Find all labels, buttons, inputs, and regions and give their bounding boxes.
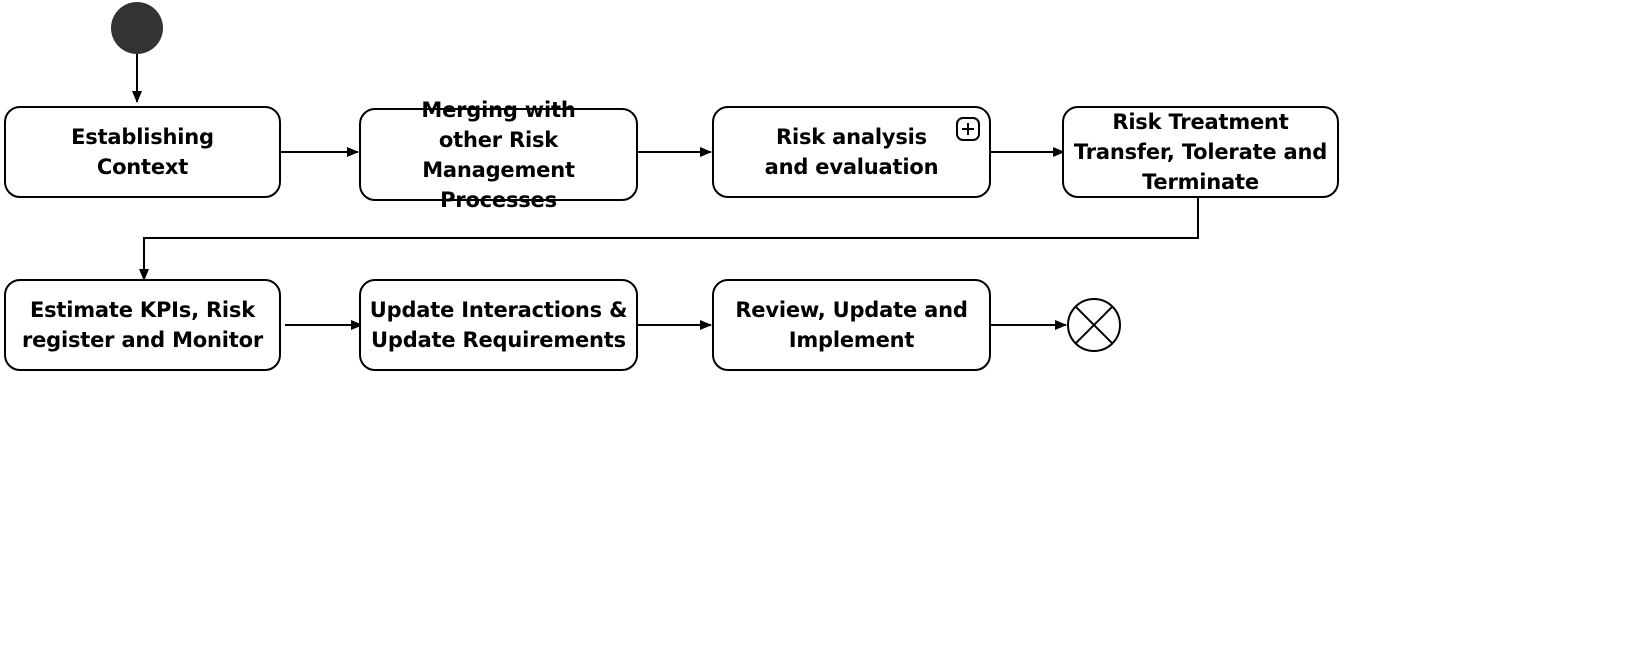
node-review-update[interactable]: Review, Update and Implement (712, 279, 991, 371)
subprocess-plus-icon (956, 117, 980, 141)
node-update-interactions-label: Update Interactions & Update Requirement… (369, 298, 628, 352)
node-risk-analysis[interactable]: Risk analysis and evaluation (712, 106, 991, 198)
node-risk-analysis-label: Risk analysis and evaluation (764, 125, 939, 179)
start-node (111, 2, 163, 54)
node-risk-treatment[interactable]: Risk Treatment Transfer, Tolerate and Te… (1062, 106, 1339, 198)
node-merging-processes[interactable]: Merging with other Risk Management Proce… (359, 98, 638, 212)
node-establishing-context[interactable]: Establishing Context (4, 106, 281, 198)
node-review-update-label: Review, Update and Implement (735, 298, 968, 352)
node-merging-processes-label: Merging with other Risk Management Proce… (421, 97, 576, 212)
node-risk-treatment-label: Risk Treatment Transfer, Tolerate and Te… (1073, 110, 1328, 194)
node-update-interactions[interactable]: Update Interactions & Update Requirement… (359, 279, 638, 371)
node-estimate-kpis[interactable]: Estimate KPIs, Risk register and Monitor (4, 279, 281, 371)
node-establishing-context-label: Establishing Context (71, 125, 214, 179)
edge-treatment-to-estimate-kpis (139, 198, 1199, 281)
node-estimate-kpis-label: Estimate KPIs, Risk register and Monitor (21, 298, 264, 352)
end-node (1067, 298, 1121, 352)
